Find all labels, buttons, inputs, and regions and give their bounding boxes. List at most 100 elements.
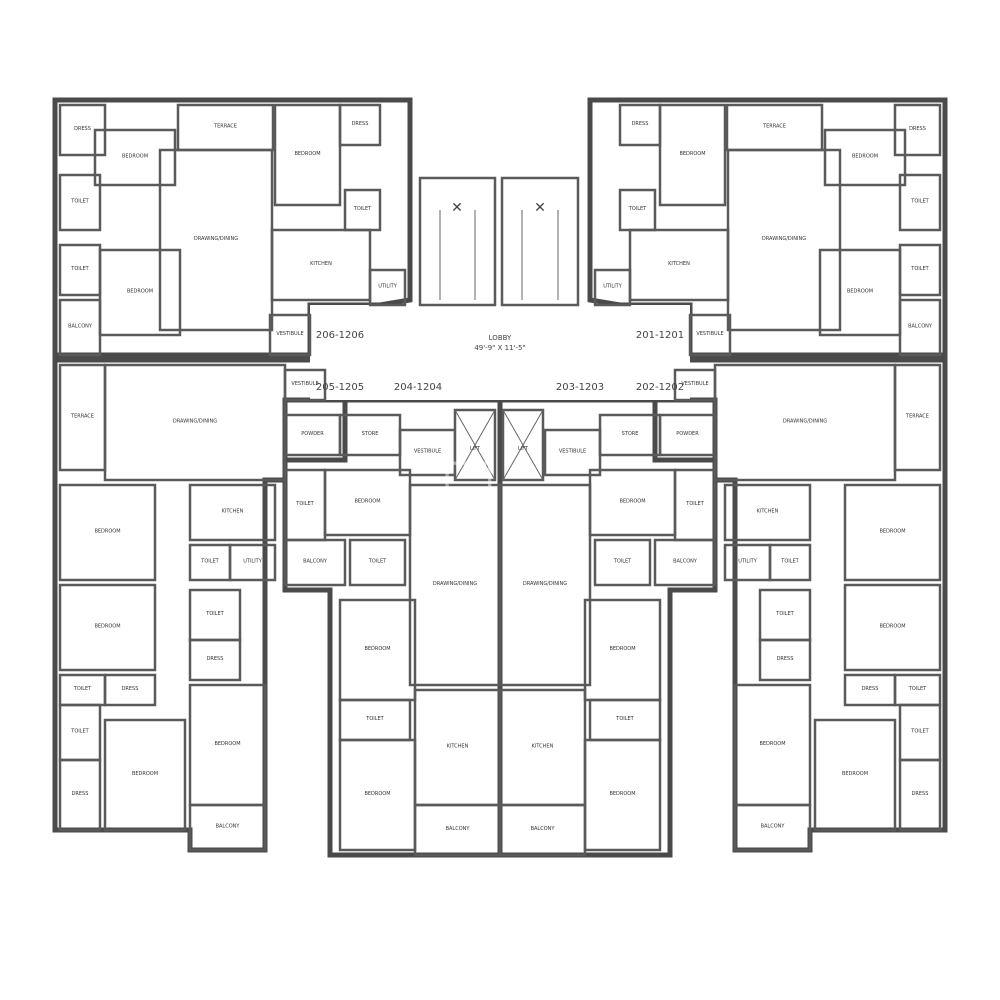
room-label: TOILET [613, 559, 632, 565]
room-label: BEDROOM [619, 499, 645, 505]
room-label: KITCHEN [532, 744, 554, 750]
room-bedroom: BEDROOM [273, 103, 342, 207]
room-label: BALCONY [68, 324, 93, 330]
room-balcony: BALCONY [58, 298, 102, 357]
room-toilet: TOILET [58, 243, 102, 297]
room-label: TOILET [910, 266, 929, 272]
room-label: BEDROOM [609, 791, 635, 797]
room-label: BEDROOM [879, 624, 905, 630]
lobby-size: 49'-9" X 11'-5" [474, 344, 525, 352]
room-label: VESTIBULE [414, 449, 441, 455]
room-label: TOILET [910, 199, 929, 205]
room-toilet: TOILET [898, 243, 942, 297]
room-bedroom: BEDROOM [733, 683, 812, 807]
room-label: DRAWING/DINING [523, 581, 567, 587]
room-label: TOILET [775, 611, 794, 617]
room-label: KITCHEN [447, 744, 469, 750]
stair-cross-icon: ✕ [534, 200, 546, 216]
room-label: BEDROOM [132, 771, 158, 777]
room-label: VESTIBULE [696, 331, 723, 337]
room-label: DRAWING/DINING [194, 236, 238, 242]
room-vestibule: VESTIBULE [673, 368, 717, 402]
room-balcony: BALCONY [498, 803, 587, 857]
room-bedroom: BEDROOM [818, 248, 902, 337]
room-label: VESTIBULE [681, 381, 708, 387]
unit-tag: 206-1206 [316, 330, 364, 341]
room-label: KITCHEN [668, 261, 690, 267]
room-label: TOILET [780, 559, 799, 565]
room-label: UTILITY [378, 284, 398, 290]
room-drawing-dining: DRAWING/DINING [498, 483, 592, 687]
room-drawing-dining: DRAWING/DINING [713, 363, 897, 482]
room-label: BEDROOM [94, 529, 120, 535]
room-bedroom: BEDROOM [323, 468, 412, 537]
room-label: TERRACE [905, 414, 929, 420]
room-terrace: TERRACE [725, 103, 824, 152]
room-label: TOILET [353, 206, 372, 212]
room-dress: DRESS [58, 758, 102, 832]
room-balcony: BALCONY [283, 538, 347, 587]
room-label: TOILET [70, 199, 89, 205]
room-drawing-dining: DRAWING/DINING [158, 148, 274, 332]
room-bedroom: BEDROOM [58, 583, 157, 672]
room-label: DRESS [912, 791, 929, 797]
room-toilet: TOILET [893, 673, 942, 707]
unit-tag: 202-1202 [636, 382, 684, 393]
room-store: STORE [598, 413, 662, 457]
room-label: TOILET [910, 729, 929, 735]
room-kitchen: KITCHEN [413, 688, 502, 807]
room-label: DRESS [122, 686, 139, 692]
room-label: TOILET [73, 686, 92, 692]
room-vestibule: VESTIBULE [688, 313, 732, 357]
room-powder: POWDER [658, 413, 717, 457]
room-label: POWDER [676, 431, 699, 437]
room-label: DRESS [72, 791, 89, 797]
room-label: TOILET [368, 559, 387, 565]
room-toilet: TOILET [593, 538, 652, 587]
room-kitchen: KITCHEN [723, 483, 812, 542]
room-bedroom: BEDROOM [823, 128, 907, 187]
room-label: BEDROOM [354, 499, 380, 505]
room-toilet: TOILET [58, 703, 102, 762]
room-bedroom: BEDROOM [813, 718, 897, 832]
room-powder: POWDER [283, 413, 342, 457]
room-label: BEDROOM [214, 741, 240, 747]
room-label: BEDROOM [842, 771, 868, 777]
lifts: LIFT LIFT [453, 408, 545, 482]
room-label: DRAWING/DINING [433, 581, 477, 587]
room-terrace: TERRACE [58, 363, 107, 472]
watermark-logo: □ [440, 445, 497, 515]
room-label: BEDROOM [122, 154, 148, 160]
room-dress: DRESS [758, 638, 812, 682]
room-vestibule: VESTIBULE [283, 368, 327, 402]
room-bedroom: BEDROOM [843, 583, 942, 672]
room-toilet: TOILET [618, 188, 657, 232]
room-label: DRESS [632, 121, 649, 127]
room-toilet: TOILET [58, 673, 107, 707]
room-utility: UTILITY [228, 543, 277, 582]
room-bedroom: BEDROOM [658, 103, 727, 207]
room-kitchen: KITCHEN [628, 228, 730, 302]
room-drawing-dining: DRAWING/DINING [103, 363, 287, 482]
room-label: DRAWING/DINING [783, 419, 827, 425]
room-terrace: TERRACE [176, 103, 275, 152]
room-label: TOILET [205, 611, 224, 617]
room-label: TOILET [295, 501, 314, 507]
unit-tag: 203-1203 [556, 382, 604, 393]
lobby-floor [310, 305, 690, 400]
room-label: BEDROOM [127, 289, 153, 295]
room-toilet: TOILET [673, 468, 717, 542]
room-label: TERRACE [70, 414, 94, 420]
room-toilet: TOILET [188, 543, 232, 582]
room-label: TOILET [365, 716, 384, 722]
room-label: DRAWING/DINING [173, 419, 217, 425]
room-label: KITCHEN [310, 261, 332, 267]
room-toilet: TOILET [338, 698, 412, 742]
room-label: BALCONY [446, 826, 471, 832]
room-label: BEDROOM [852, 154, 878, 160]
room-label: STORE [622, 431, 639, 437]
room-label: BALCONY [216, 824, 241, 830]
room-label: KITCHEN [222, 509, 244, 515]
room-label: TERRACE [213, 124, 237, 130]
